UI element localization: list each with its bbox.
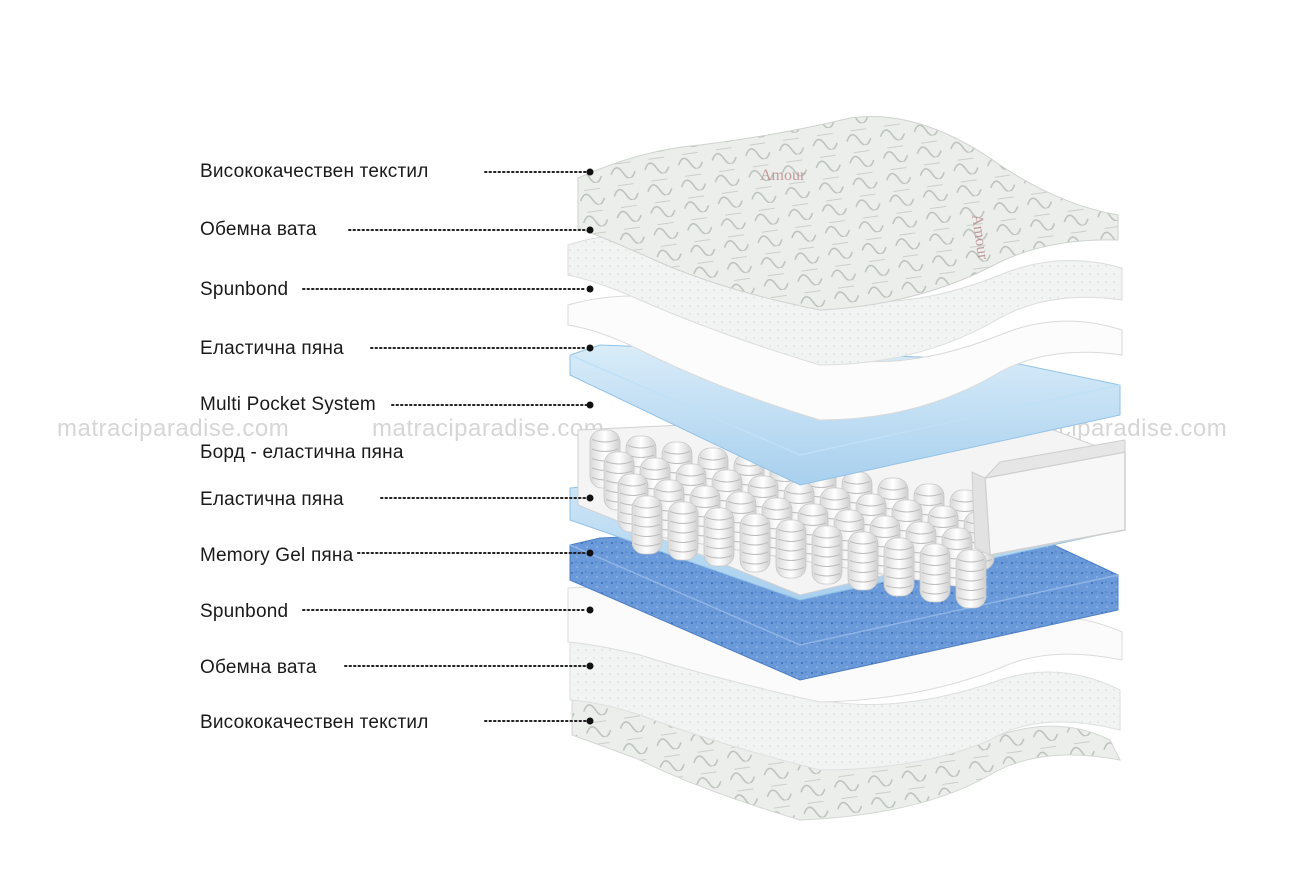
watermark-text: matraciparadise.com [57, 415, 289, 442]
layer-label: Еластична пяна [200, 338, 344, 359]
layer-label: Еластична пяна [200, 489, 344, 510]
layer-label: Multi Pocket System [200, 394, 376, 415]
pocket-spring-coil [811, 525, 843, 585]
label-row: Spunbond [200, 601, 594, 622]
top-textile-layer [577, 116, 1119, 311]
pocket-spring-coil [919, 543, 951, 603]
pocket-spring-coil [847, 531, 879, 591]
pocket-spring-coil [775, 519, 807, 579]
label-row: Борд - еластична пяна [200, 442, 404, 463]
label-row: Еластична пяна [200, 489, 594, 510]
pocket-spring-coil [955, 549, 987, 609]
layer-label: Висококачествен текстил [200, 712, 429, 733]
pocket-spring-coil [667, 501, 699, 561]
label-row: Spunbond [200, 279, 594, 300]
pocket-spring-coil [631, 495, 663, 555]
layer-label: Spunbond [200, 601, 288, 622]
label-row: Обемна вата [200, 219, 594, 240]
watermark-text: matraciparadise.com [372, 415, 604, 442]
layer-label: Борд - еластична пяна [200, 442, 404, 463]
brand-logo: Amour [760, 167, 806, 184]
layer-label: Spunbond [200, 279, 288, 300]
layer-labels: Висококачествен текстил Обемна вата Spun… [200, 161, 594, 733]
pocket-spring-block [577, 409, 1126, 609]
layer-label: Memory Gel пяна [200, 545, 354, 566]
pocket-spring-coil [703, 507, 735, 567]
label-row: Висококачествен текстил [200, 712, 594, 733]
layer-label: Обемна вата [200, 219, 317, 240]
label-row: Обемна вата [200, 657, 594, 678]
label-row: Multi Pocket System [200, 394, 594, 415]
mattress-illustration: Amour Amour [567, 116, 1126, 821]
brand-logo: Amour [968, 213, 991, 261]
pocket-spring-coil [739, 513, 771, 573]
layer-label: Обемна вата [200, 657, 317, 678]
pocket-spring-coil [883, 537, 915, 597]
label-row: Еластична пяна [200, 338, 594, 359]
label-row: Memory Gel пяна [200, 545, 594, 566]
label-row: Висококачествен текстил [200, 161, 594, 182]
layer-label: Висококачествен текстил [200, 161, 429, 182]
